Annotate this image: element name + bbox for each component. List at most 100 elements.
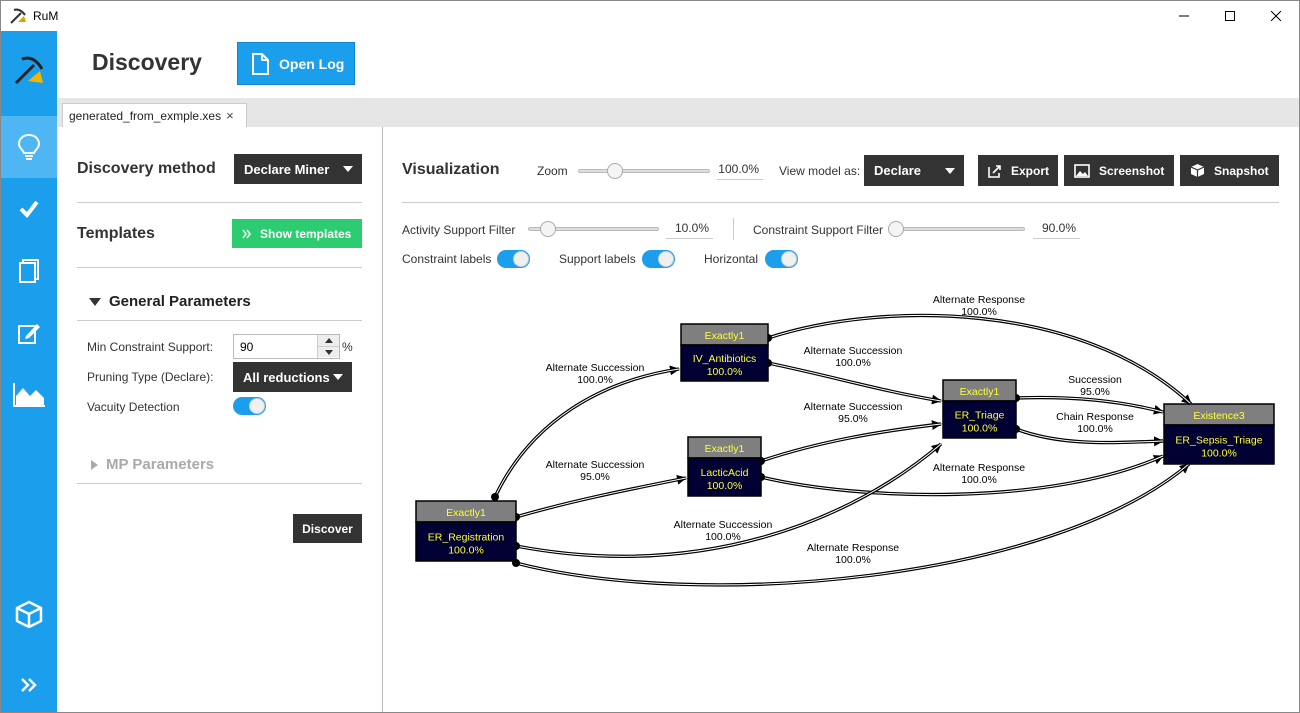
pruning-value: All reductions (243, 369, 330, 385)
vacuity-label: Vacuity Detection (87, 400, 180, 414)
mp-params-header[interactable]: MP Parameters (91, 456, 214, 473)
support-labels-toggle[interactable] (642, 250, 675, 268)
edge-label: Alternate Response (933, 462, 1025, 474)
edge-support: 100.0% (577, 374, 613, 386)
slider-thumb[interactable] (607, 163, 623, 179)
node-support: 100.0% (962, 423, 998, 435)
constraint-labels-label: Constraint labels (402, 252, 492, 266)
min-support-spinner[interactable] (233, 334, 340, 359)
slider-thumb[interactable] (888, 221, 904, 237)
rum-pickaxe-icon (10, 8, 26, 24)
general-params-label: General Parameters (109, 293, 251, 310)
pickaxe-icon (14, 56, 44, 85)
edge-label: Alternate Response (933, 294, 1025, 306)
sidebar-item-editor[interactable] (1, 302, 57, 364)
sidebar-logo[interactable] (1, 39, 57, 101)
edge-support: 100.0% (705, 531, 741, 543)
spin-down-button[interactable] (318, 346, 339, 357)
close-button[interactable] (1253, 1, 1299, 31)
export-icon (988, 164, 1001, 178)
node-support: 100.0% (707, 366, 743, 378)
minimize-button[interactable] (1161, 1, 1207, 31)
sidebar-item-discovery[interactable] (1, 116, 57, 178)
chevron-down-icon (343, 166, 353, 172)
edge-label: Alternate Response (807, 542, 899, 554)
sidebar-item-charts[interactable] (1, 364, 57, 426)
node-activity-name: IV_Antibiotics (693, 353, 757, 365)
zoom-slider[interactable] (578, 163, 710, 179)
templates-label: Templates (77, 225, 155, 242)
activity-filter-value[interactable]: 10.0% (666, 221, 713, 239)
page-title: Discovery (92, 49, 202, 75)
activity-filter-label: Activity Support Filter (402, 223, 516, 237)
vacuity-toggle[interactable] (233, 397, 266, 415)
snapshot-button[interactable]: Snapshot (1180, 155, 1279, 186)
cube-icon (1190, 164, 1205, 177)
node-activity-name: ER_Sepsis_Triage (1175, 435, 1262, 447)
show-templates-button[interactable]: Show templates (232, 219, 362, 248)
divider (77, 267, 362, 268)
double-chevron-icon (242, 229, 251, 238)
edge-source-dot (491, 493, 499, 501)
maximize-button[interactable] (1207, 1, 1253, 31)
checkmark-icon (19, 200, 39, 218)
tab-close-icon[interactable]: × (226, 108, 234, 123)
minimize-icon (1179, 15, 1189, 17)
sidebar-item-conformance[interactable] (1, 178, 57, 240)
sidebar-expand[interactable] (1, 654, 57, 712)
horizontal-toggle[interactable] (765, 250, 798, 268)
chevron-down-icon (333, 374, 343, 380)
constraint-labels-toggle[interactable] (497, 250, 530, 268)
node-activity-name: ER_Triage (955, 410, 1005, 422)
tab-log-file[interactable]: generated_from_exmple.xes × (62, 103, 247, 127)
panel-splitter[interactable] (382, 127, 383, 712)
export-button[interactable]: Export (978, 155, 1058, 186)
activity-support-slider[interactable] (528, 221, 659, 237)
edge-label: Alternate Succession (804, 345, 903, 357)
node-support: 100.0% (1201, 448, 1237, 460)
discovery-method-value: Declare Miner (244, 161, 330, 177)
constraint-filter-value[interactable]: 90.0% (1033, 221, 1080, 239)
min-support-input[interactable] (234, 335, 312, 358)
sidebar-item-logs[interactable] (1, 240, 57, 302)
view-model-value: Declare (874, 163, 921, 178)
edge-support: 100.0% (835, 554, 871, 566)
zoom-value[interactable]: 100.0% (717, 162, 763, 180)
pruning-select[interactable]: All reductions (233, 362, 352, 392)
edge-label: Alternate Succession (804, 401, 903, 413)
slider-thumb[interactable] (540, 221, 556, 237)
edge-support: 95.0% (838, 413, 868, 425)
caret-up-icon (324, 338, 333, 343)
general-params-header[interactable]: General Parameters (89, 293, 251, 310)
sidebar-item-model[interactable] (1, 583, 57, 645)
screenshot-button[interactable]: Screenshot (1064, 155, 1174, 186)
edge-label: Succession (1068, 374, 1122, 386)
document-icon (252, 52, 269, 75)
constraint-support-slider[interactable] (888, 221, 1025, 237)
spin-up-button[interactable] (318, 335, 339, 346)
tab-strip: generated_from_exmple.xes × (57, 98, 1299, 127)
discovery-method-select[interactable]: Declare Miner (234, 154, 362, 184)
view-model-select[interactable]: Declare (864, 155, 964, 186)
tab-label: generated_from_exmple.xes (69, 108, 222, 123)
node-activity-name: LacticAcid (701, 467, 749, 479)
discover-button[interactable]: Discover (293, 514, 362, 543)
constraint-filter-label: Constraint Support Filter (753, 223, 884, 237)
open-log-button[interactable]: Open Log (237, 42, 355, 85)
discovery-method-label: Discovery method (77, 160, 216, 177)
